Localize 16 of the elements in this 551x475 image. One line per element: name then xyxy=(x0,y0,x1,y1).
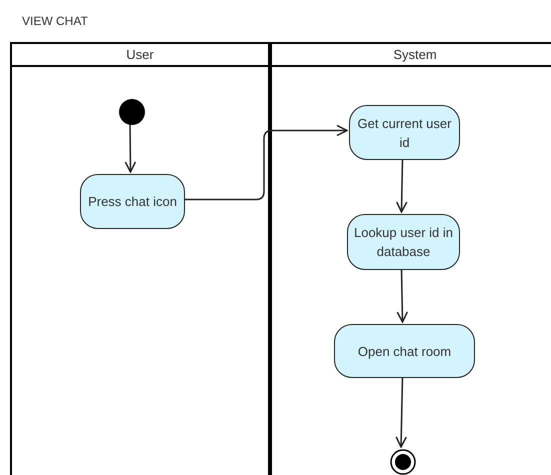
flow-arrow xyxy=(395,376,407,448)
flow-arrow xyxy=(183,124,348,200)
lane-header: User xyxy=(12,44,268,67)
flow-arrow xyxy=(396,158,408,213)
lane-header: System xyxy=(272,44,551,67)
action-box: Get current user id xyxy=(349,105,460,160)
action-box: Lookup user id in database xyxy=(347,214,460,270)
action-box: Open chat room xyxy=(334,324,475,378)
final-node xyxy=(390,449,416,475)
flow-arrow xyxy=(124,123,136,173)
diagram-title: VIEW CHAT xyxy=(22,13,88,30)
swimlane xyxy=(270,42,551,475)
swimlane xyxy=(10,42,270,475)
action-box: Press chat icon xyxy=(80,174,185,229)
initial-node xyxy=(119,99,145,125)
flow-arrow xyxy=(396,268,408,323)
